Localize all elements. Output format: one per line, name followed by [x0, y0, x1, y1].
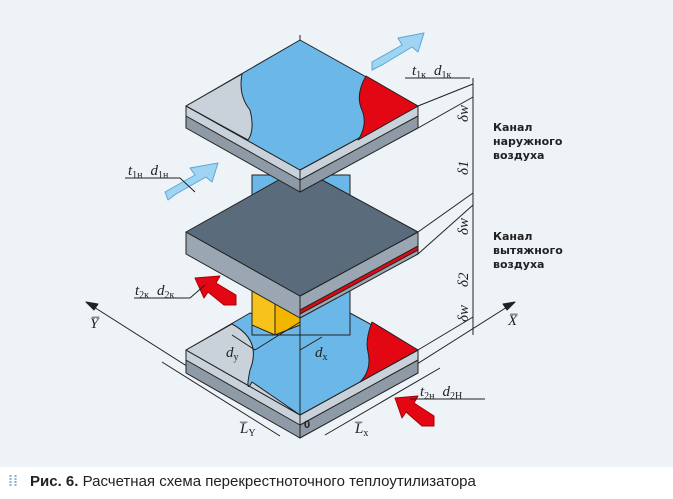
outdoor-channel-line3: воздуха — [493, 149, 544, 162]
label-axis-x: X̅ — [507, 313, 518, 329]
label-delta-w-top: δw — [456, 105, 472, 122]
label-delta-w-bottom: δw — [456, 305, 472, 322]
axis-x-arrowhead — [502, 301, 516, 311]
arrow-outdoor-out-icon — [371, 32, 425, 71]
label-dy: dy — [226, 345, 239, 363]
label-delta-2: δ2 — [456, 272, 472, 287]
label-outdoor-channel: Канал наружного воздуха — [493, 121, 563, 162]
caption-dots-icon: ⁞⁞ — [8, 473, 18, 490]
outdoor-channel-line1: Канал — [493, 121, 533, 134]
figure-caption: ⁞⁞ Рис. 6. Расчетная схема перекрестноточ… — [8, 473, 476, 490]
arrow-outdoor-in-icon — [164, 162, 219, 201]
caption-text: Расчетная схема перекрестноточного тепло… — [82, 473, 476, 490]
middle-plate — [185, 167, 419, 319]
label-axis-y: Y̅ — [90, 316, 100, 332]
caption-prefix: Рис. 6. — [30, 473, 79, 490]
label-origin: 0 — [304, 419, 310, 431]
label-Ly: L̅Y — [239, 421, 256, 439]
dimension-lines — [161, 78, 474, 437]
top-plate — [185, 39, 419, 193]
arrow-exhaust-in-icon — [194, 275, 237, 306]
axis-y-arrowhead — [85, 301, 99, 311]
outdoor-channel-line2: наружного — [493, 135, 563, 148]
label-delta-w-mid: δw — [456, 218, 472, 235]
label-dx: dx — [315, 345, 328, 363]
label-exhaust-channel: Канал вытяжного воздуха — [493, 230, 563, 271]
exhaust-channel-line3: воздуха — [493, 258, 544, 271]
exhaust-channel-line1: Канал — [493, 230, 533, 243]
arrow-exhaust-out-icon — [394, 395, 435, 427]
exhaust-channel-line2: вытяжного — [493, 244, 563, 257]
label-Lx: L̅x — [354, 421, 368, 439]
label-delta-1: δ1 — [456, 161, 472, 175]
bottom-plate — [185, 312, 419, 439]
